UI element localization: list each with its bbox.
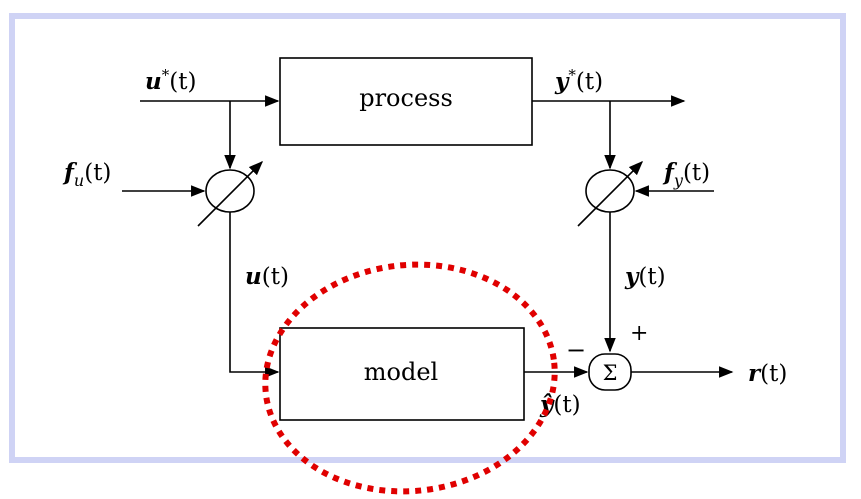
- diagram-frame: [9, 13, 846, 463]
- y-star-label: y*(t): [554, 66, 603, 95]
- input-fault-sensor: [197, 160, 264, 227]
- sum-symbol: Σ: [603, 361, 618, 385]
- minus-sign: −: [566, 336, 586, 364]
- u-to-model-line: [229, 212, 280, 378]
- process-label: process: [359, 84, 453, 112]
- model-label: model: [364, 358, 438, 386]
- r-label: r(t): [748, 360, 787, 387]
- u-star-label: u*(t): [145, 66, 196, 95]
- model-block: [279, 327, 525, 421]
- y-label: y(t): [624, 263, 666, 290]
- plus-sign: +: [630, 321, 648, 346]
- u-label: u(t): [245, 263, 289, 290]
- f-y-label: fy(t): [662, 159, 710, 190]
- model-highlight-ellipse: [262, 261, 558, 495]
- f-u-label: fu(t): [62, 159, 111, 190]
